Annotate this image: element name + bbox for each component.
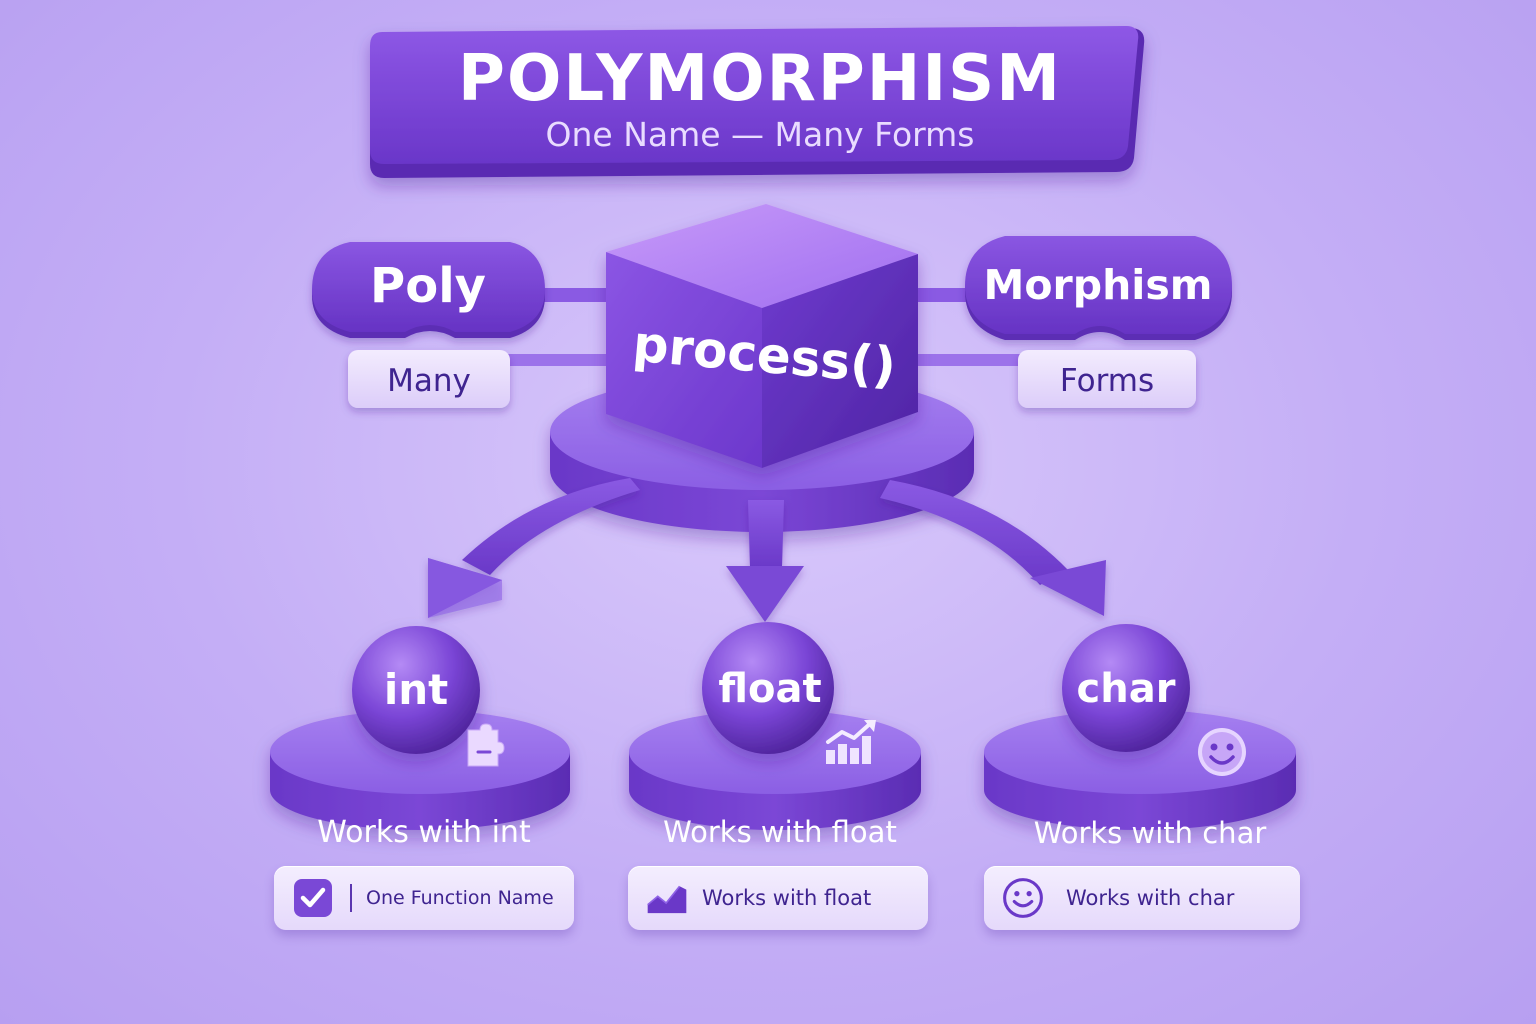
page-subtitle: One Name — Many Forms — [546, 115, 975, 154]
etymology-connectors — [505, 288, 1025, 366]
char-info-card: Works with char — [984, 866, 1300, 930]
float-caption: Works with float — [663, 815, 897, 849]
float-platform — [629, 710, 921, 830]
smiley-face-icon — [1198, 728, 1246, 776]
float-sphere — [702, 622, 834, 754]
forms-meaning: Forms — [1060, 363, 1154, 399]
int-sphere — [352, 626, 480, 754]
arrow-to-float — [726, 500, 804, 622]
float-card-text: Works with float — [702, 886, 872, 910]
arrow-to-char — [880, 480, 1106, 616]
float-info-card: Works with float — [628, 866, 928, 930]
process-cube — [606, 204, 918, 468]
puzzle-piece-icon — [467, 723, 505, 767]
int-card-text: One Function Name — [366, 887, 554, 909]
checkbox-icon — [292, 877, 334, 919]
morphism-word: Morphism — [984, 261, 1213, 309]
poly-bubble — [312, 242, 545, 338]
arrow-to-int — [428, 478, 640, 618]
int-label: int — [384, 665, 448, 714]
int-caption: Works with int — [317, 815, 531, 850]
float-label: float — [718, 666, 821, 712]
char-caption: Works with char — [1034, 816, 1267, 850]
smiley-outline-icon — [1002, 877, 1044, 919]
poly-word: Poly — [370, 258, 486, 314]
morphism-bubble — [965, 236, 1232, 340]
char-sphere — [1062, 624, 1190, 752]
area-chart-icon — [646, 877, 688, 919]
bar-chart-up-icon — [826, 720, 876, 764]
many-tag — [348, 350, 510, 408]
char-card-text: Works with char — [1066, 886, 1235, 910]
title-banner — [370, 26, 1145, 178]
card-separator — [350, 884, 352, 912]
page-title: POLYMORPHISM — [458, 42, 1062, 116]
int-info-card: One Function Name — [274, 866, 574, 930]
many-meaning: Many — [387, 363, 471, 399]
char-label: char — [1077, 666, 1176, 712]
forms-tag — [1018, 350, 1196, 408]
